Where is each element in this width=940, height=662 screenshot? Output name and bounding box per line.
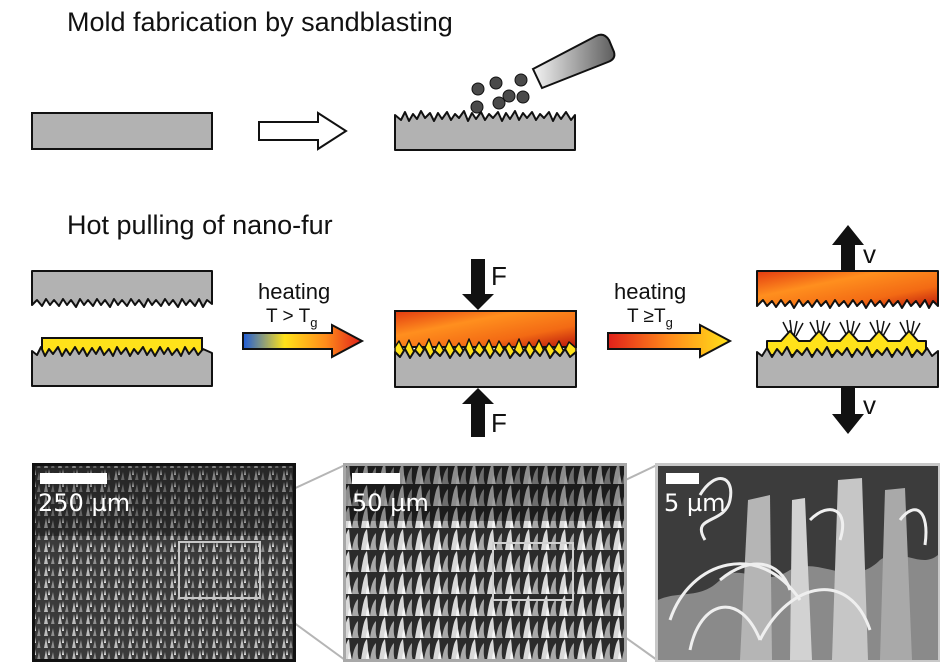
sem-panel-2: 50 µm bbox=[343, 463, 627, 662]
mold-section-title: Mold fabrication by sandblasting bbox=[67, 7, 453, 37]
velocity-arrow-top bbox=[832, 225, 864, 271]
condition-1-subscript: g bbox=[310, 315, 317, 330]
velocity-arrow-bottom bbox=[832, 388, 864, 434]
scale-label-2: 50 µm bbox=[352, 489, 429, 517]
heating-arrow-1 bbox=[242, 323, 365, 359]
condition-2-main: T ≥T bbox=[627, 306, 666, 327]
scale-label-3: 5 µm bbox=[664, 489, 726, 517]
force-arrow-top bbox=[462, 259, 494, 310]
velocity-label-bottom: v bbox=[863, 390, 876, 420]
sandblasted-mold bbox=[394, 110, 576, 151]
stationary-lower-mold bbox=[756, 346, 939, 388]
force-label-bottom: F bbox=[491, 408, 507, 438]
retracting-upper-mold bbox=[756, 270, 939, 309]
scale-bar-2 bbox=[352, 473, 400, 484]
force-arrow-bottom bbox=[462, 388, 494, 437]
pulling-section-title: Hot pulling of nano-fur bbox=[67, 210, 333, 240]
sand-particles bbox=[470, 73, 530, 114]
heating-label-2: heating bbox=[614, 279, 686, 304]
zoom-region-1 bbox=[178, 541, 261, 599]
heated-upper-mold bbox=[394, 310, 577, 348]
sandblaster-nozzle bbox=[531, 33, 616, 90]
flat-mold-block bbox=[31, 112, 213, 150]
scale-bar-1 bbox=[40, 473, 107, 484]
process-arrow bbox=[258, 111, 348, 151]
upper-mold bbox=[31, 270, 213, 308]
scale-bar-3 bbox=[666, 473, 699, 484]
sem-panel-3: 5 µm bbox=[655, 463, 940, 662]
sem-panel-1: 250 µm bbox=[32, 463, 296, 662]
zoom-region-2 bbox=[492, 542, 574, 601]
lower-mold bbox=[31, 346, 213, 387]
pressed-lower-mold bbox=[394, 347, 577, 388]
heating-arrow-2 bbox=[607, 323, 733, 359]
nano-fur-fibrils bbox=[782, 319, 921, 337]
condition-2-subscript: g bbox=[666, 315, 673, 330]
condition-label-2: T ≥Tg bbox=[627, 306, 673, 330]
condition-1-main: T > T bbox=[266, 306, 311, 327]
condition-label-1: T > Tg bbox=[266, 306, 317, 330]
scale-label-1: 250 µm bbox=[38, 489, 130, 517]
velocity-label-top: v bbox=[863, 239, 876, 269]
heating-label-1: heating bbox=[258, 279, 330, 304]
force-label-top: F bbox=[491, 261, 507, 291]
